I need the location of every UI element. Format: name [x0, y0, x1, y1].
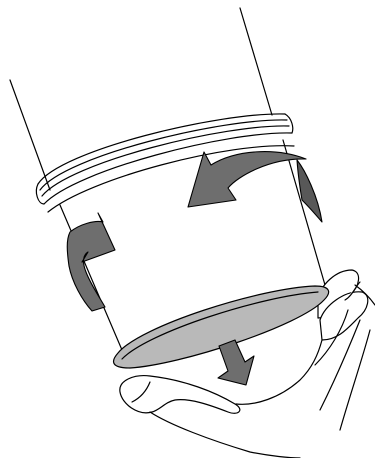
rotate-right-arrow-icon [188, 152, 322, 222]
rotate-left-arrow-icon [67, 213, 115, 311]
filter-cap-disc [114, 286, 329, 368]
push-down-arrow-icon [218, 340, 254, 385]
